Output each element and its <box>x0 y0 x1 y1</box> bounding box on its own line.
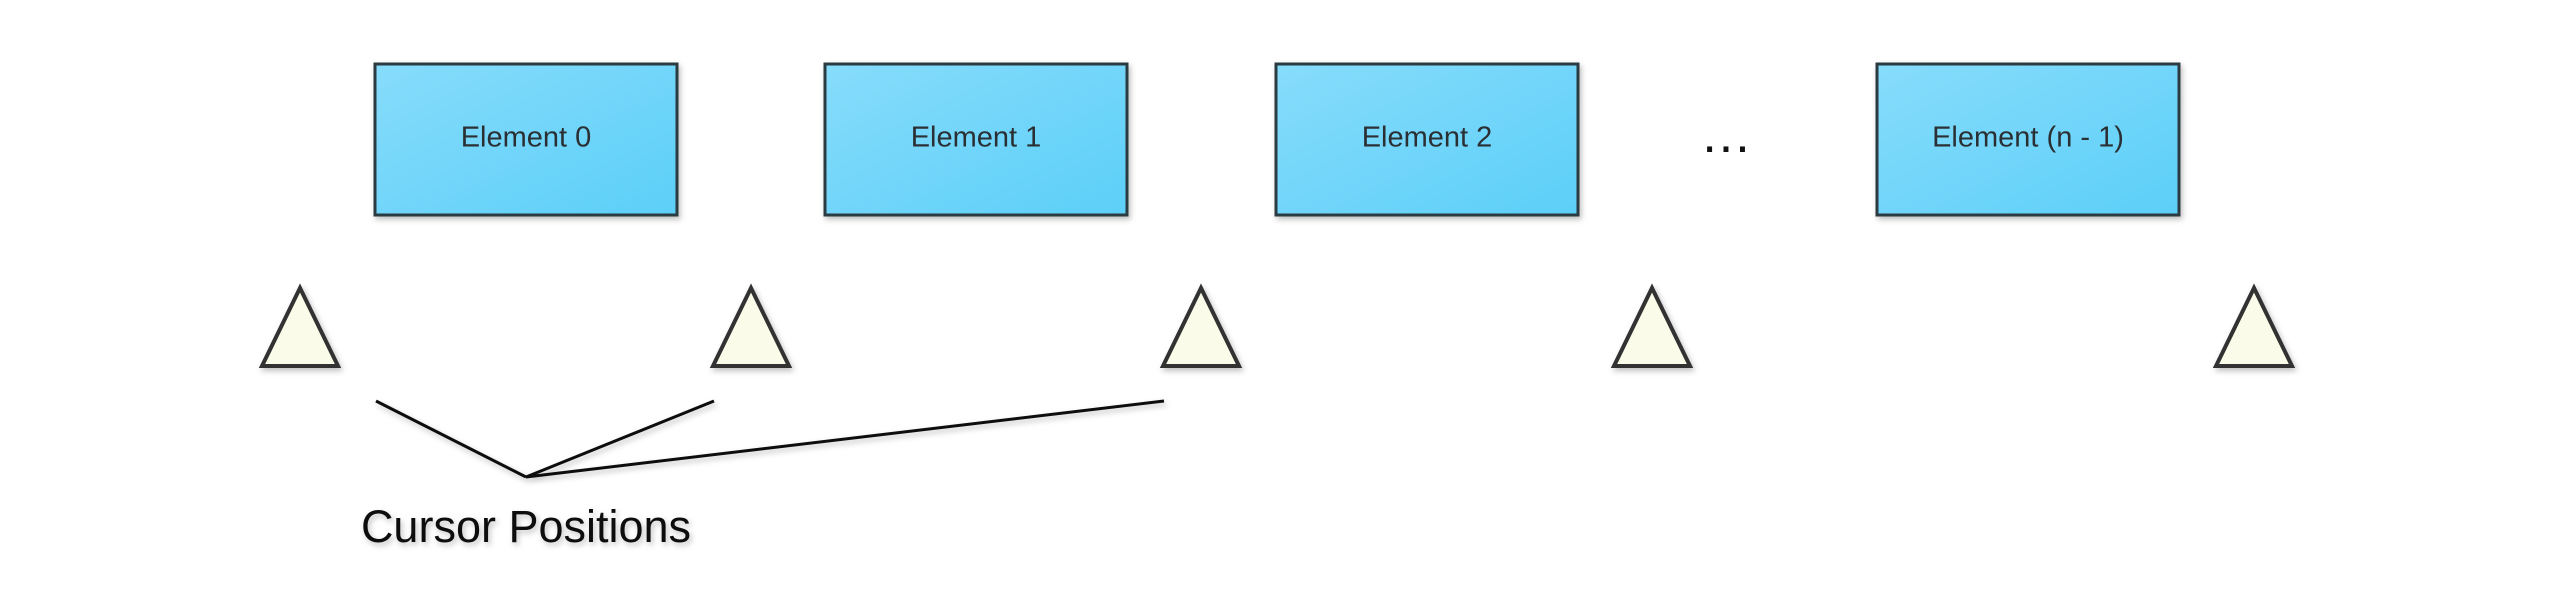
triangle-up-icon <box>258 283 342 368</box>
element-box-0: Element 0 <box>373 62 679 217</box>
element-label: Element (n - 1) <box>1932 122 2124 154</box>
connector-line <box>525 399 1165 479</box>
element-box-2: Element 2 <box>1274 62 1580 217</box>
element-box-last: Element (n - 1) <box>1875 62 2181 217</box>
element-label: Element 1 <box>911 122 1042 154</box>
triangle-up-icon <box>2212 283 2296 368</box>
ellipsis: ... <box>1702 106 1751 164</box>
triangle-up-icon <box>1610 283 1694 368</box>
triangle-up-icon <box>1159 283 1243 368</box>
element-label: Element 0 <box>461 122 592 154</box>
caption-connector-lines <box>375 399 1165 479</box>
triangle-up-icon <box>709 283 793 368</box>
cursor-markers <box>258 283 2296 368</box>
element-label: Element 2 <box>1362 122 1493 154</box>
connector-line <box>525 399 715 479</box>
element-box-1: Element 1 <box>823 62 1129 217</box>
caption-label: Cursor Positions <box>361 501 691 552</box>
connector-line <box>375 399 527 479</box>
